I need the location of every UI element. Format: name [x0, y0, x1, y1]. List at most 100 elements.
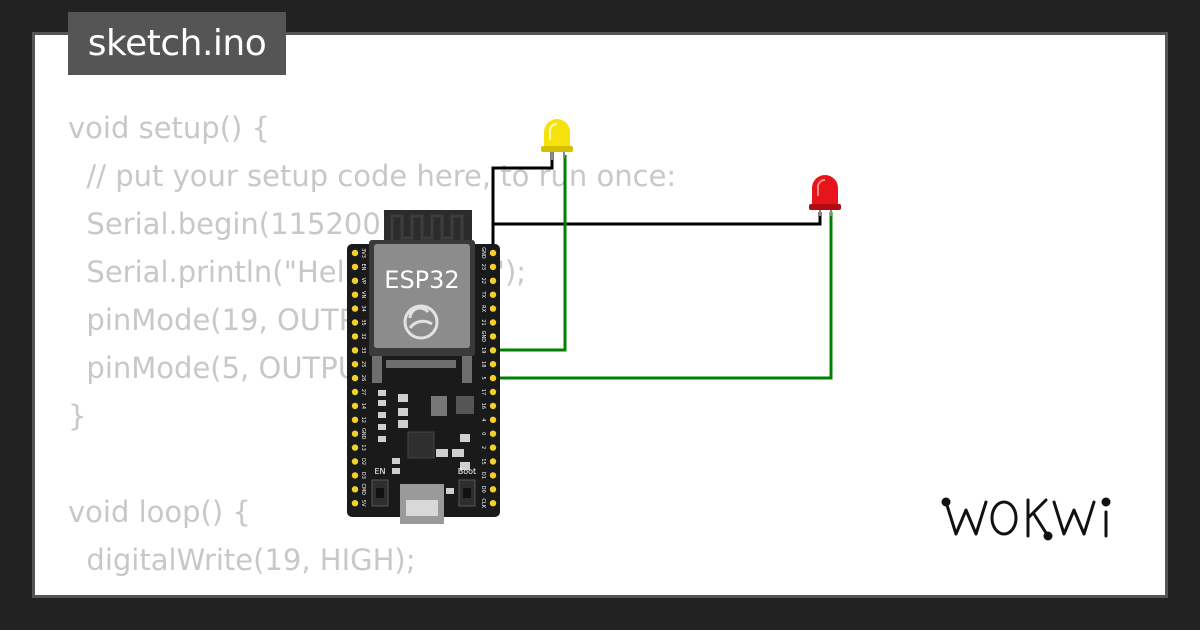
left-pin-EN[interactable] [351, 263, 359, 271]
left-pin-label: VN [360, 291, 366, 298]
right-pin-16[interactable] [489, 402, 497, 410]
left-pin-label: CMD [360, 483, 366, 495]
right-pin-RX[interactable] [489, 305, 497, 312]
left-pin-32[interactable] [351, 333, 359, 340]
file-tab[interactable]: sketch.ino [68, 12, 286, 75]
wire-5-red[interactable] [493, 212, 833, 380]
right-pin-label: D1 [480, 472, 486, 479]
right-pin-23[interactable] [489, 263, 497, 271]
right-pin-CLK[interactable] [489, 500, 497, 507]
right-pin-label: 0 [480, 432, 486, 435]
led-yellow[interactable] [541, 119, 573, 160]
right-pin-0[interactable] [489, 430, 497, 437]
right-pin-label: GND [480, 247, 486, 259]
left-pin-3V3[interactable] [351, 249, 359, 257]
wire-19-yellow[interactable] [493, 155, 567, 352]
left-pin-33[interactable] [351, 347, 359, 354]
led-yellow-highlight [548, 122, 558, 140]
left-pin-label: D2 [360, 458, 366, 465]
right-pin-17[interactable] [489, 388, 497, 396]
code-line: } [68, 399, 87, 433]
right-pin-label: 17 [480, 389, 486, 395]
left-pin-27[interactable] [351, 388, 359, 396]
wire-gnd-red[interactable] [491, 212, 822, 251]
left-pin-34[interactable] [351, 305, 359, 312]
left-pin-label: 27 [360, 389, 366, 395]
usb-chip [407, 431, 435, 459]
led-yellow-rim [541, 146, 573, 152]
right-pin-label: 19 [480, 347, 486, 353]
code-line: Serial.begin(115200); [68, 207, 402, 241]
left-pin-D2[interactable] [351, 458, 359, 465]
smd-components [378, 390, 474, 494]
code-background: void setup() { // put your setup code he… [68, 104, 676, 595]
right-pin-5[interactable] [489, 374, 497, 382]
left-pin-label: 32 [360, 333, 366, 339]
code-line: digitalWrite(19, HIGH); [68, 543, 416, 577]
en-button-cap [376, 488, 384, 498]
left-pin-GND[interactable] [351, 430, 359, 437]
left-pin-CMD[interactable] [351, 486, 359, 493]
code-line: void loop() { [68, 495, 251, 529]
wires [491, 152, 833, 380]
header-pins: GND2322TXRX21GND19185171640215D1D0CLK3V3… [351, 247, 497, 509]
left-pin-label: 25 [360, 361, 366, 367]
led-red-rim [809, 204, 841, 210]
right-pin-D0[interactable] [489, 486, 497, 493]
left-pin-label: 35 [360, 319, 366, 325]
left-pin-14[interactable] [351, 402, 359, 410]
right-pin-label: GND [480, 331, 486, 343]
right-pin-label: CLK [480, 498, 486, 508]
code-line: digitalWrite(5, LOW); [68, 584, 676, 595]
left-pin-26[interactable] [351, 374, 359, 382]
right-pin-15[interactable] [489, 458, 497, 465]
right-pin-19[interactable] [489, 347, 497, 354]
left-pin-D3[interactable] [351, 472, 359, 479]
left-pin-35[interactable] [351, 319, 359, 326]
right-pin-18[interactable] [489, 361, 497, 368]
right-pin-label: 5 [480, 377, 486, 380]
espressif-logo-icon [403, 304, 439, 340]
module-castellations [372, 356, 472, 383]
boot-button-cap [463, 488, 471, 498]
boot-button-label: Boot [458, 467, 476, 476]
right-pin-4[interactable] [489, 416, 497, 423]
right-pin-21[interactable] [489, 319, 497, 326]
wire-gnd-yellow[interactable] [491, 152, 554, 251]
right-pin-label: RX [480, 305, 486, 312]
usb-port-inner [406, 500, 438, 516]
esp32-board[interactable]: ESP32 EN [347, 210, 500, 524]
right-pin-label: 23 [480, 264, 486, 270]
file-tab-title: sketch.ino [87, 23, 267, 64]
right-pin-label: 16 [480, 403, 486, 409]
left-pin-label: 33 [360, 347, 366, 353]
right-pin-TX[interactable] [489, 291, 497, 298]
left-pin-12[interactable] [351, 416, 359, 423]
left-pin-label: 14 [360, 403, 366, 409]
left-pin-label: 13 [360, 444, 366, 450]
right-pin-label: 4 [480, 418, 486, 421]
module-shield [374, 244, 470, 348]
led-red[interactable] [809, 175, 841, 216]
right-pin-22[interactable] [489, 277, 497, 284]
right-pin-GND[interactable] [489, 249, 497, 257]
right-pin-label: 21 [480, 319, 486, 325]
right-pin-label: 18 [480, 361, 486, 367]
right-pin-label: TX [480, 290, 486, 298]
board-label: ESP32 [384, 266, 459, 294]
simulation-canvas[interactable]: void setup() { // put your setup code he… [32, 32, 1168, 598]
left-pin-label: 3V3 [360, 248, 366, 258]
left-pin-label: 5V [360, 500, 366, 507]
left-pin-25[interactable] [351, 361, 359, 368]
right-pin-D1[interactable] [489, 472, 497, 479]
left-pin-VP[interactable] [351, 277, 359, 284]
left-pin-13[interactable] [351, 444, 359, 451]
left-pin-label: D3 [360, 472, 366, 479]
left-pin-5V[interactable] [351, 500, 359, 507]
right-pin-GND[interactable] [489, 333, 497, 340]
right-pin-2[interactable] [489, 444, 497, 451]
wokwi-logo [941, 497, 1111, 541]
left-pin-label: 12 [360, 417, 366, 423]
left-pin-VN[interactable] [351, 291, 359, 298]
